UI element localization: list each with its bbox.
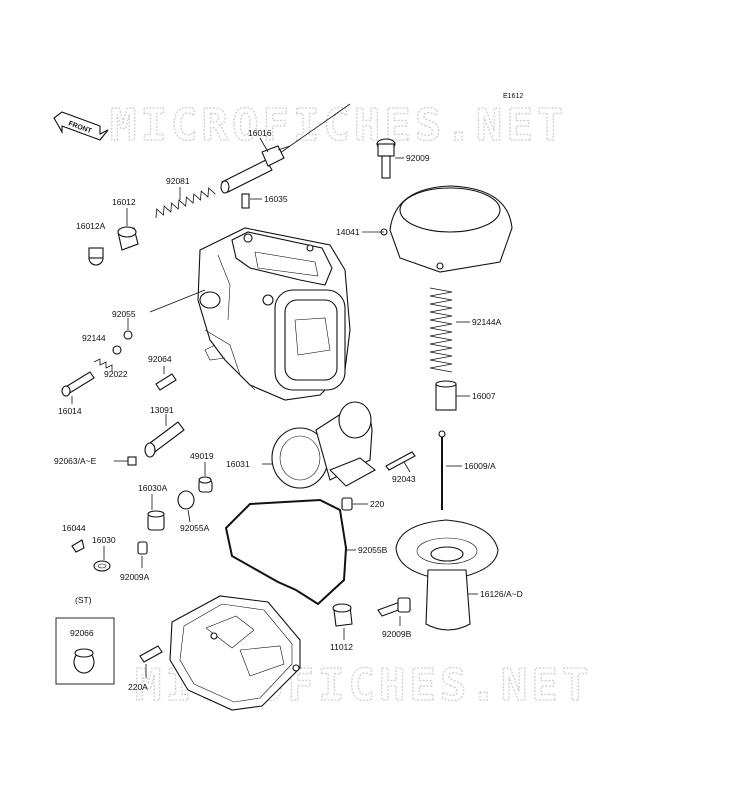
label-92009A: 92009A (120, 572, 150, 582)
part-92022-washer (112, 345, 122, 355)
part-14041-cover (380, 185, 513, 273)
label-92043: 92043 (392, 474, 416, 484)
label-16035: 16035 (264, 194, 288, 204)
watermark-top: MICROFICHES.NET (110, 100, 567, 151)
label-16012A: 16012A (76, 221, 106, 231)
label-16030A: 16030A (138, 483, 168, 493)
part-16009-needle (438, 430, 446, 510)
front-arrow-icon: FRONT (53, 111, 109, 141)
label-14041: 14041 (336, 227, 360, 237)
label-92144A: 92144A (472, 317, 502, 327)
label-16014: 16014 (58, 406, 82, 416)
part-16035 (241, 193, 250, 209)
part-92009A (137, 541, 148, 555)
part-92064 (155, 373, 177, 391)
part-92043-pin (385, 451, 416, 471)
label-11012: 11012 (330, 642, 353, 652)
part-16012A (88, 247, 104, 266)
part-float-bowl (169, 595, 301, 711)
label-16031: 16031 (226, 459, 250, 469)
label-16007: 16007 (472, 391, 496, 401)
label-92081: 92081 (166, 176, 190, 186)
part-220 (341, 497, 353, 511)
part-16014-screw (61, 371, 95, 397)
part-92009-top (376, 138, 396, 179)
part-49019 (198, 476, 213, 493)
label-16044: 16044 (62, 523, 86, 533)
part-92063 (127, 456, 137, 466)
part-92009B (377, 597, 411, 617)
part-16031-float (271, 401, 376, 489)
carburetor-body (197, 227, 351, 401)
st-label: (ST) (75, 595, 92, 605)
part-16016 (220, 145, 291, 194)
label-16009: 16009/A (464, 461, 496, 471)
label-92064: 92064 (148, 354, 172, 364)
part-11012 (332, 603, 353, 627)
part-16007 (435, 380, 457, 411)
part-92081-spring (155, 187, 216, 219)
label-13091: 13091 (150, 405, 174, 415)
part-16044 (71, 539, 85, 553)
diagram-code: E1612 (503, 93, 523, 100)
label-92063: 92063/A~E (54, 456, 97, 466)
part-92055B-gasket (224, 498, 348, 606)
part-92144A-spring (429, 287, 453, 373)
label-49019: 49019 (190, 451, 214, 461)
label-92055: 92055 (112, 309, 136, 319)
label-16126: 16126/A~D (480, 589, 523, 599)
label-92022: 92022 (104, 369, 128, 379)
label-92055A: 92055A (180, 523, 210, 533)
label-92009B: 92009B (382, 629, 412, 639)
part-92144-spring (93, 358, 113, 371)
part-16030A (147, 510, 165, 531)
label-220A: 220A (128, 682, 148, 692)
label-92009: 92009 (406, 153, 430, 163)
part-16030 (93, 560, 111, 572)
label-92144: 92144 (82, 333, 106, 343)
label-16016: 16016 (248, 128, 272, 138)
part-13091 (144, 421, 185, 458)
st-box-92066 (55, 617, 115, 685)
label-220: 220 (370, 499, 384, 509)
label-92055B: 92055B (358, 545, 388, 555)
part-16126-slide (395, 519, 499, 631)
label-92066: 92066 (70, 628, 94, 638)
part-92055A-oring (177, 490, 195, 510)
part-92055-oring (123, 330, 133, 340)
part-220A (139, 645, 163, 663)
part-16012 (117, 226, 139, 251)
label-16030: 16030 (92, 535, 116, 545)
label-16012: 16012 (112, 197, 136, 207)
